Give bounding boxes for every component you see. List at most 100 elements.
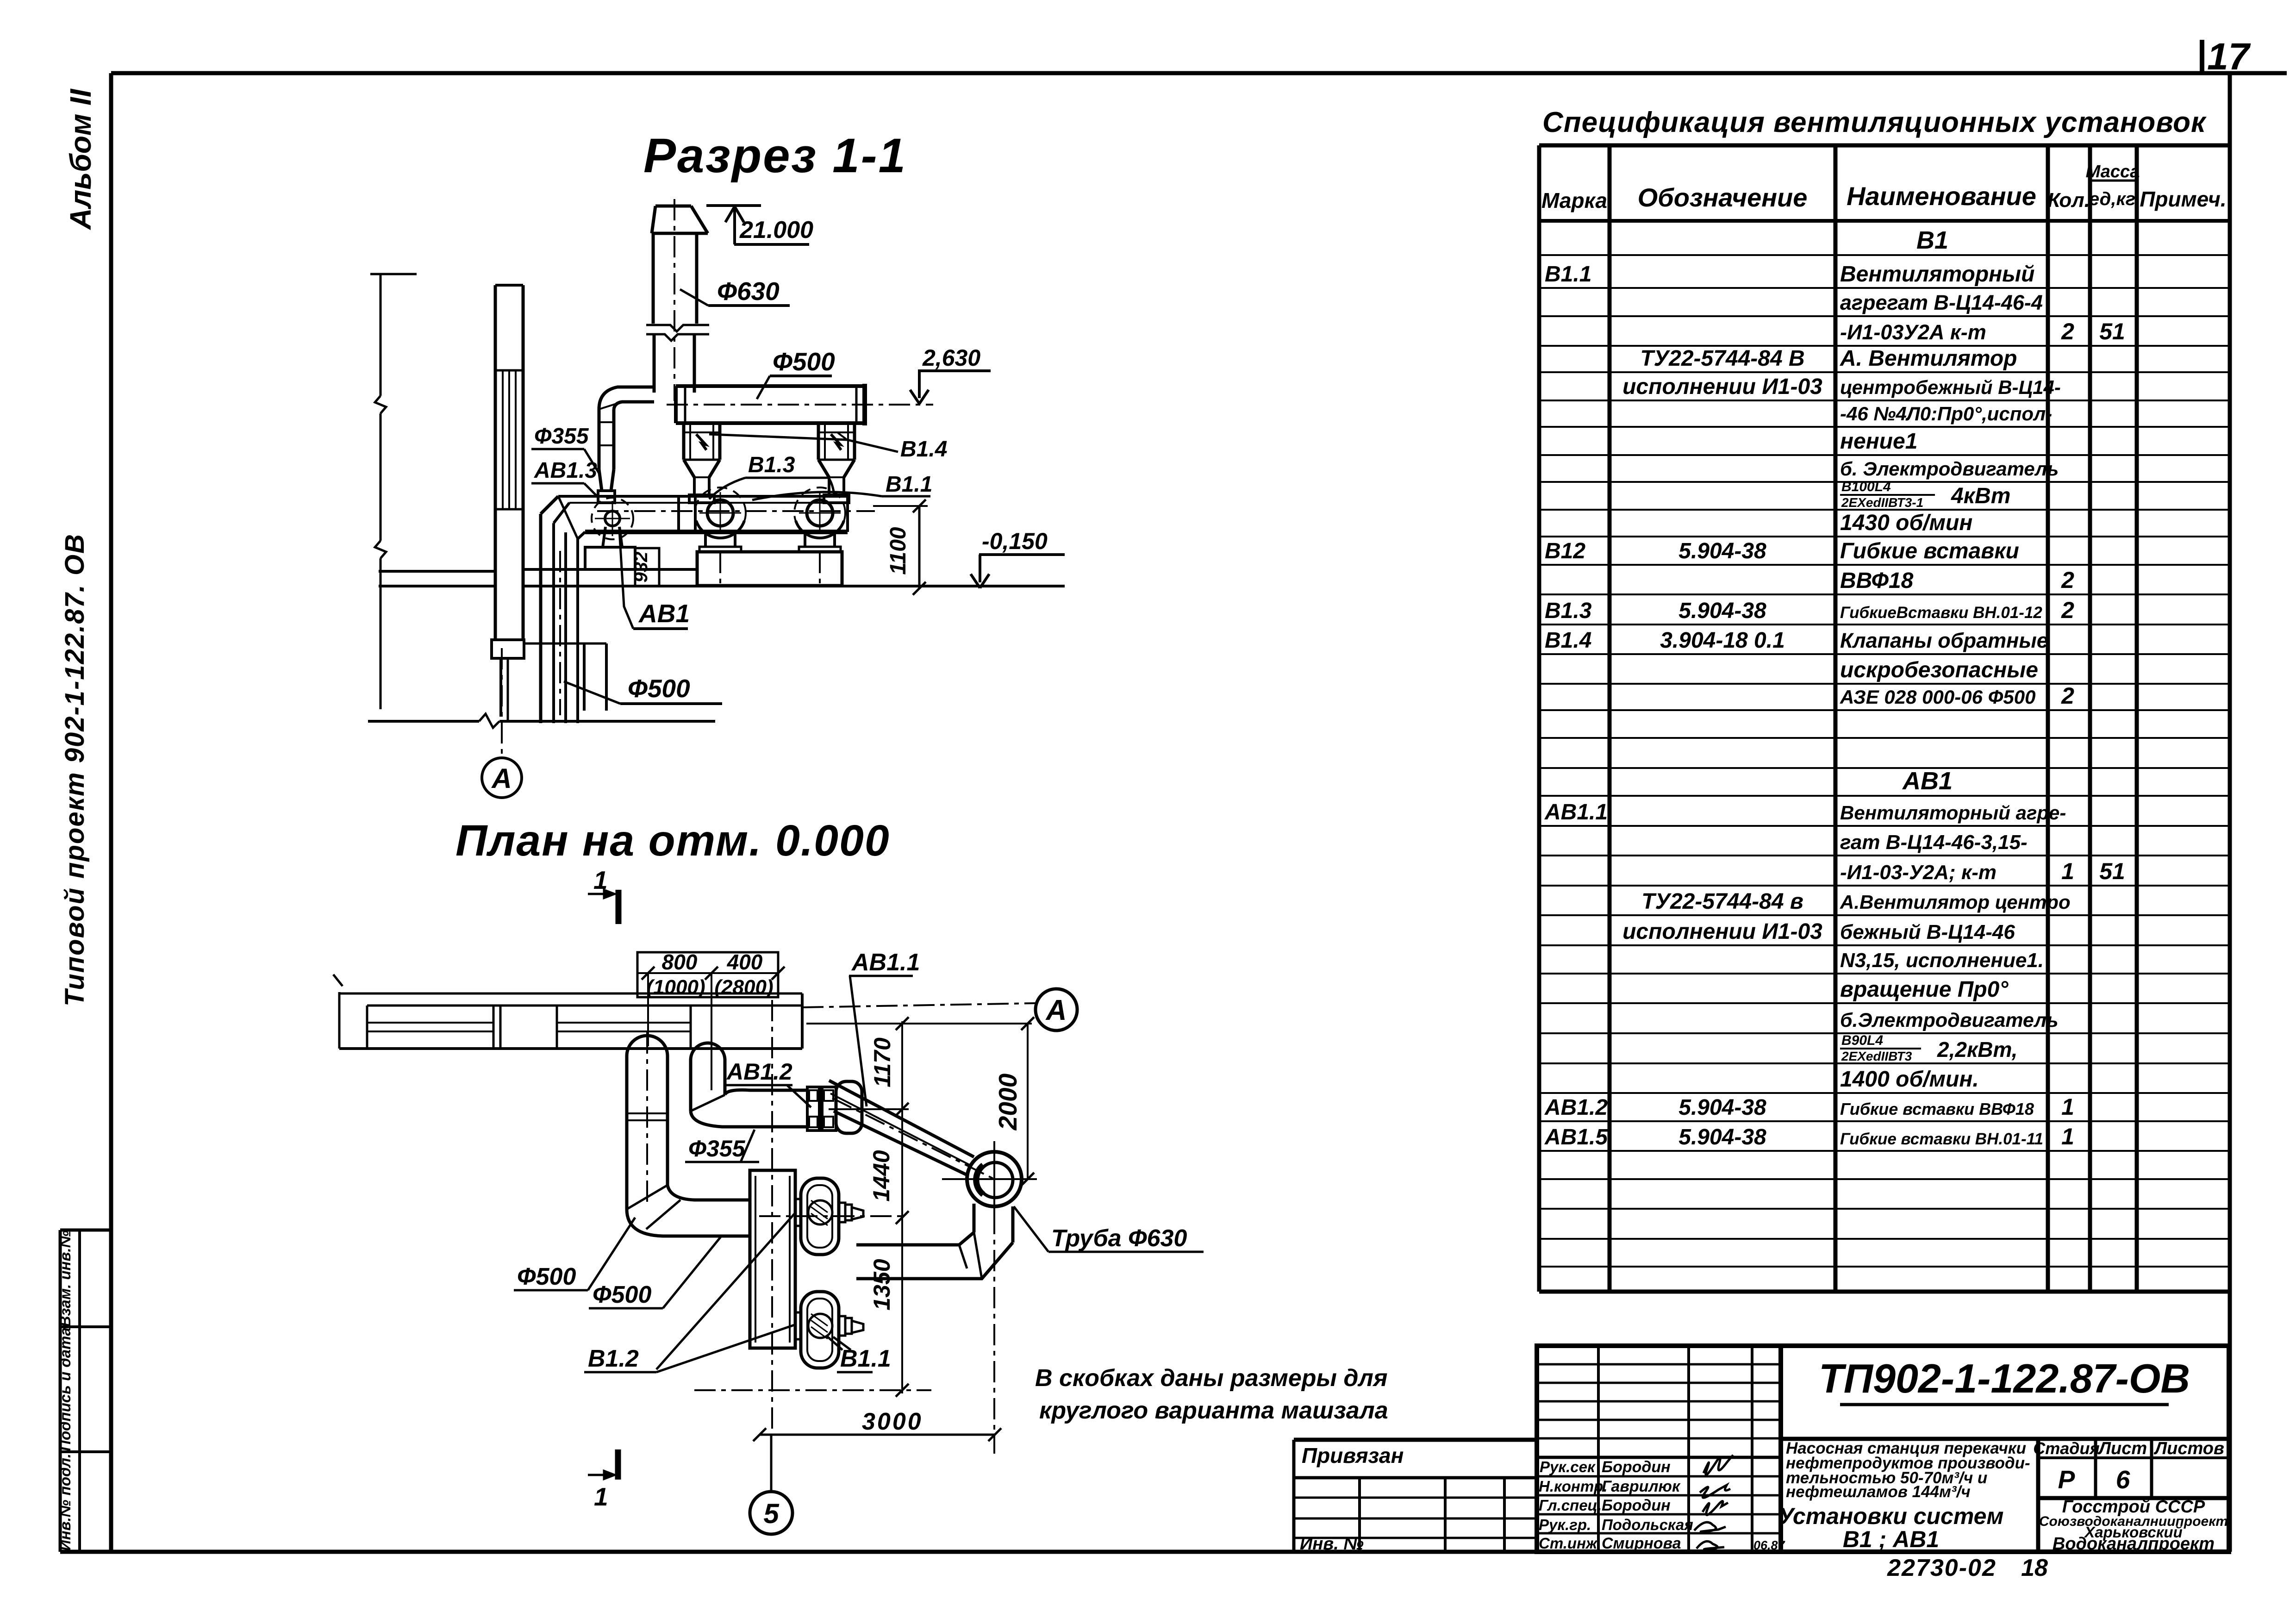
svg-text:Листов: Листов [2153,1439,2224,1458]
svg-text:Клапаны обратные: Клапаны обратные [1840,629,2048,652]
svg-text:2000: 2000 [993,1073,1022,1131]
svg-text:Ф500: Ф500 [593,1281,651,1308]
svg-text:Рук.сек: Рук.сек [1540,1458,1596,1475]
svg-text:Обозначение: Обозначение [1638,183,1808,212]
svg-text:Бородин: Бородин [1602,1458,1671,1476]
svg-text:Труба Ф630: Труба Ф630 [1051,1225,1187,1252]
svg-text:исполнении И1-03: исполнении И1-03 [1622,375,1822,399]
svg-text:ТП902-1-122.87-ОВ: ТП902-1-122.87-ОВ [1819,1355,2190,1401]
svg-text:нефтепродуктов производи-: нефтепродуктов производи- [1786,1454,2030,1472]
svg-text:2ЕХеdIIВТ3: 2ЕХеdIIВТ3 [1841,1049,1912,1063]
svg-text:В1 ; АВ1: В1 ; АВ1 [1843,1526,1939,1552]
svg-text:В1.4: В1.4 [1545,628,1591,653]
svg-text:2: 2 [2061,567,2074,593]
svg-text:В1.1: В1.1 [886,472,932,497]
svg-text:800: 800 [662,950,698,974]
svg-text:План на отм. 0.000: План на отм. 0.000 [455,816,890,865]
svg-text:Подольская: Подольская [1602,1516,1693,1533]
svg-text:В скобках даны размеры для: В скобках даны размеры для [1035,1365,1388,1392]
svg-text:5.904-38: 5.904-38 [1678,539,1766,563]
svg-text:1: 1 [2061,1094,2074,1120]
svg-text:А.Вентилятор центро: А.Вентилятор центро [1840,891,2071,913]
svg-text:нение1: нение1 [1840,429,1917,454]
svg-text:932: 932 [631,552,651,583]
svg-text:АЗЕ 028 000-06 Ф500: АЗЕ 028 000-06 Ф500 [1840,686,2035,708]
svg-text:Союзводоканалниипроект: Союзводоканалниипроект [2039,1514,2228,1529]
svg-text:тельностью 50-70м³/ч и: тельностью 50-70м³/ч и [1786,1469,1987,1487]
svg-text:-И1-03У2А к-т: -И1-03У2А к-т [1840,320,1986,344]
svg-text:2: 2 [2061,597,2074,623]
svg-text:21.000: 21.000 [739,217,813,244]
svg-text:Госстрой СССР: Госстрой СССР [2062,1497,2205,1517]
svg-text:В12: В12 [1545,539,1585,563]
svg-text:(2800): (2800) [714,976,773,999]
svg-text:Разрез 1-1: Разрез 1-1 [643,129,907,183]
svg-text:5.904-38: 5.904-38 [1678,599,1766,623]
svg-text:круглого варианта машзала: круглого варианта машзала [1039,1397,1388,1424]
svg-text:Взам. инв.№: Взам. инв.№ [56,1230,74,1327]
svg-text:искробезопасные: искробезопасные [1840,658,2038,682]
svg-text:Ф630: Ф630 [717,277,780,306]
svg-text:АВ1.3: АВ1.3 [534,458,597,483]
svg-text:В100L4: В100L4 [1841,479,1891,494]
svg-text:исполнении И1-03: исполнении И1-03 [1622,919,1822,944]
svg-text:Типовой проект 902-1-122.87.: Типовой проект 902-1-122.87. ОВ [60,533,90,1006]
svg-text:1: 1 [2061,1124,2074,1149]
svg-text:1400 об/мин.: 1400 об/мин. [1840,1067,1979,1092]
svg-text:5.904-38: 5.904-38 [1678,1095,1766,1120]
svg-text:3000: 3000 [862,1408,923,1435]
svg-text:ТУ22-5744-84 в: ТУ22-5744-84 в [1641,889,1803,914]
svg-text:Ф500: Ф500 [517,1263,576,1290]
svg-text:АВ1.1: АВ1.1 [1544,800,1608,824]
svg-text:1100: 1100 [886,527,911,575]
svg-text:А. Вентилятор: А. Вентилятор [1840,346,2017,371]
svg-text:АВ1.2: АВ1.2 [1544,1095,1608,1120]
svg-text:АВ1.1: АВ1.1 [851,949,920,976]
svg-text:Гибкие вставки: Гибкие вставки [1840,539,2019,563]
svg-text:А: А [1045,994,1067,1026]
svg-text:В1.3: В1.3 [748,453,795,477]
svg-text:Установки систем: Установки систем [1778,1503,2004,1529]
svg-text:1170: 1170 [869,1037,895,1087]
svg-text:Гибкие вставки ВН.01-11: Гибкие вставки ВН.01-11 [1840,1130,2043,1148]
svg-text:Бородин: Бородин [1602,1497,1671,1514]
svg-text:4кВт: 4кВт [1951,484,2010,508]
svg-text:1: 1 [593,866,608,894]
svg-text:Ф355: Ф355 [534,424,589,449]
svg-text:Рук.гр.: Рук.гр. [1539,1516,1591,1533]
svg-text:6: 6 [2116,1465,2130,1494]
svg-text:агрегат В-Ц14-46-4: агрегат В-Ц14-46-4 [1840,291,2043,314]
svg-text:Ф500: Ф500 [773,347,835,376]
svg-text:Спецификация вентиляционных: Спецификация вентиляционных установок [1542,106,2207,138]
svg-text:центробежный В-Ц14-: центробежный В-Ц14- [1840,376,2061,398]
svg-text:В90L4: В90L4 [1841,1033,1883,1048]
svg-text:Гл.спец.: Гл.спец. [1539,1497,1602,1514]
svg-text:-46 №4Л0:Пр0°,испол-: -46 №4Л0:Пр0°,испол- [1840,403,2052,425]
svg-text:1350: 1350 [869,1259,895,1310]
svg-text:Масса: Масса [2086,162,2140,181]
svg-text:Альбом II: Альбом II [64,88,97,231]
svg-text:Смирнова: Смирнова [1602,1535,1681,1552]
svg-text:1430 об/мин: 1430 об/мин [1840,511,1972,535]
svg-text:Примеч.: Примеч. [2140,187,2226,211]
svg-text:АВ1: АВ1 [638,599,690,628]
svg-text:Ф500: Ф500 [628,674,690,703]
svg-text:2ЕХеdIIВТ3-1: 2ЕХеdIIВТ3-1 [1841,495,1923,510]
svg-text:2: 2 [2061,683,2074,709]
svg-text:В1.3: В1.3 [1545,599,1592,623]
svg-text:Вентиляторный агре-: Вентиляторный агре- [1840,802,2066,824]
svg-text:51: 51 [2099,858,2125,884]
svg-text:(1000): (1000) [646,976,705,999]
svg-text:АВ1.5: АВ1.5 [1544,1125,1608,1149]
svg-text:Вентиляторный: Вентиляторный [1840,262,2034,287]
svg-text:нефтешламов 144м³/ч: нефтешламов 144м³/ч [1786,1483,1971,1501]
svg-text:А: А [491,763,512,794]
svg-text:Р: Р [2058,1465,2075,1494]
svg-text:ед,кг: ед,кг [2089,189,2135,209]
svg-text:Марка: Марка [1541,188,1607,212]
svg-text:18: 18 [2021,1555,2048,1581]
svg-text:3.904-18 0.1: 3.904-18 0.1 [1660,628,1785,653]
svg-text:5.904-38: 5.904-38 [1678,1125,1766,1149]
svg-text:вращение Пр0°: вращение Пр0° [1840,977,2009,1002]
svg-text:22730-02: 22730-02 [1887,1555,1997,1581]
